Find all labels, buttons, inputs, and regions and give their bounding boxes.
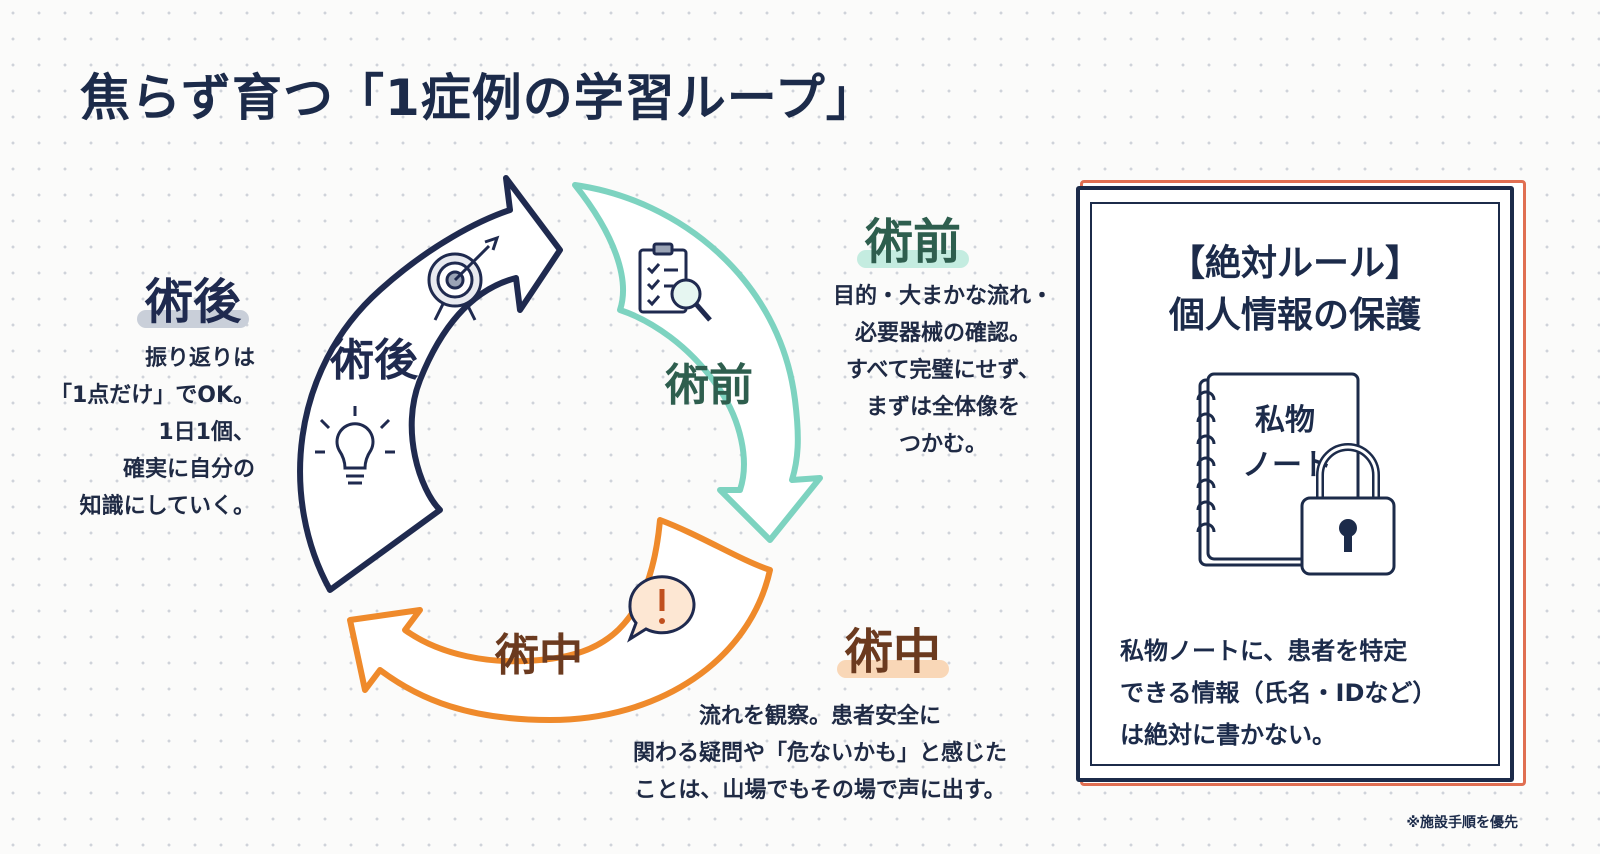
rule-title-line1: 【絶対ルール】	[1168, 243, 1421, 284]
pre-op-heading-text: 術前	[865, 214, 962, 270]
intra-op-arrow	[347, 517, 773, 723]
lightbulb-icon	[315, 406, 395, 485]
footnote: ※施設手順を優先	[1406, 815, 1518, 831]
post-op-arrow	[297, 175, 563, 593]
notebook-label-line1: 私物	[1255, 403, 1315, 438]
page-title: 焦らず育つ「1症例の学習ループ」	[80, 69, 877, 127]
notebook-lock-illustration: 私物 ノート	[1196, 372, 1396, 576]
intra-op-heading: 術中	[837, 612, 950, 682]
checklist-magnifier-icon	[638, 242, 712, 322]
post-op-heading: 術後	[137, 262, 250, 332]
padlock-icon	[1300, 443, 1396, 576]
exclamation-bubble-icon	[627, 575, 696, 643]
rule-text: 私物ノートに、患者を特定 できる情報（氏名・IDなど） は絶対に書かない。	[1120, 637, 1437, 749]
post-op-description: 振り返りは 「1点だけ」でOK。 1日1個、 確実に自分の 知識にしていく。	[49, 346, 255, 519]
rule-card: 【絶対ルール】 個人情報の保護 私物 ノート	[1076, 180, 1526, 786]
pre-op-arrow	[572, 182, 823, 543]
pre-op-description: 目的・大まかな流れ・ 必要器械の確認。 すべて完璧にせず、 まずは全体像を つか…	[832, 284, 1053, 457]
rule-title-line2: 個人情報の保護	[1168, 295, 1421, 336]
rule-card-inner-border	[1090, 202, 1500, 766]
learning-loop-diagram: 術後 術前 術中	[297, 175, 823, 723]
rule-card-front: 【絶対ルール】 個人情報の保護 私物 ノート	[1076, 186, 1514, 782]
post-op-arrow-label: 術後	[329, 335, 419, 386]
intra-op-arrow-label: 術中	[494, 630, 583, 681]
target-icon	[427, 235, 500, 321]
pre-op-heading: 術前	[857, 202, 970, 272]
intra-op-heading-text: 術中	[845, 624, 942, 680]
post-op-heading-text: 術後	[145, 274, 242, 330]
pre-op-arrow-label: 術前	[664, 360, 753, 411]
intra-op-description: 流れを観察。患者安全に 関わる疑問や「危ないかも」と感じた ことは、山場でもその…	[632, 704, 1007, 803]
